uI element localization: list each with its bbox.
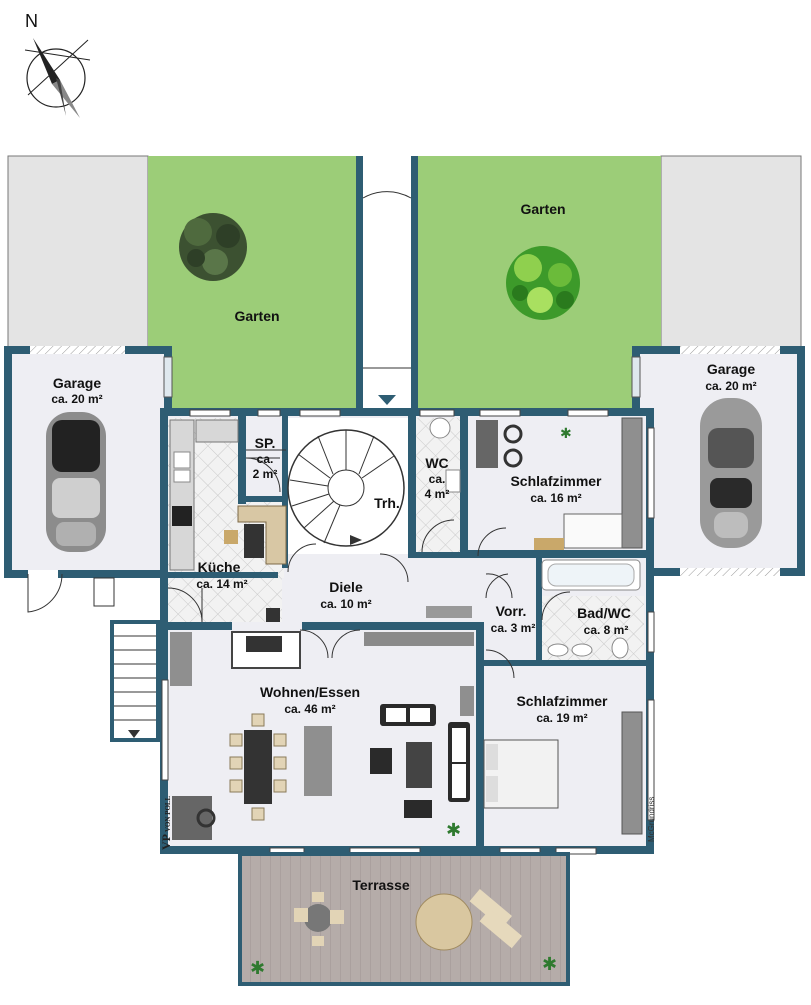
living-furniture: ✱ (170, 606, 474, 840)
von-poll-logo: VP VON POLL (159, 795, 173, 850)
garden-left-label: Garten (234, 308, 279, 324)
outdoor-stairs (93, 577, 160, 742)
bedroom-top-area: ca. 16 m² (530, 491, 581, 505)
garage-left: Garage ca. 20 m² (4, 346, 173, 613)
garage-right-area: ca. 20 m² (705, 379, 756, 393)
svg-text:✱: ✱ (560, 425, 572, 441)
kitchen-counter (169, 419, 239, 571)
svg-text:✱: ✱ (250, 958, 265, 978)
windows (161, 409, 655, 855)
garage-pad-left (7, 155, 149, 351)
spiral-staircase (287, 429, 405, 547)
bedroom-top-label: Schlafzimmer (510, 473, 602, 489)
stairs-label: Trh. (374, 495, 400, 511)
svg-text:✱: ✱ (446, 820, 461, 840)
parasol-icon (415, 889, 522, 951)
credit-text: McGrundriss (647, 797, 656, 842)
garden-right-label: Garten (520, 201, 565, 217)
doors (167, 449, 571, 679)
terrace-table (294, 892, 344, 946)
entrance-arrow-icon (378, 395, 396, 405)
car-convertible-icon (46, 412, 106, 552)
bedroom-bottom-furniture (483, 711, 643, 835)
logo-text: VON POLL (164, 795, 172, 832)
garden-right-area: Garten (418, 156, 661, 410)
terrace-label: Terrasse (352, 877, 410, 893)
kitchen-label: Küche (198, 559, 241, 575)
pantry-area-line1: ca. (257, 452, 274, 466)
bath-label: Bad/WC (577, 605, 631, 621)
tree-dark (179, 213, 247, 281)
logo-mark: VP (159, 834, 173, 850)
garage-right: Garage ca. 20 m² (631, 346, 805, 576)
terrace: ✱ ✱ (238, 852, 570, 986)
svg-text:✱: ✱ (542, 954, 557, 974)
anteroom-label: Vorr. (496, 603, 527, 619)
wc-fixtures (429, 417, 461, 493)
wc-label: WC (425, 455, 448, 471)
bath-fixtures (541, 559, 641, 659)
hall-label: Diele (329, 579, 363, 595)
hall-area: ca. 10 m² (320, 597, 371, 611)
bath-area: ca. 8 m² (584, 623, 629, 637)
kitchen-area: ca. 14 m² (196, 577, 247, 591)
compass-north-label: N (25, 11, 38, 31)
garden-left-area: Garten (148, 156, 356, 410)
garage-right-label: Garage (707, 361, 755, 377)
garage-left-area: ca. 20 m² (51, 392, 102, 406)
garage-left-label: Garage (53, 375, 101, 391)
pantry-area-line2: 2 m² (253, 467, 278, 481)
compass: N (24, 11, 91, 118)
dining-table (244, 730, 272, 804)
bedroom-top-furniture: ✱ (476, 417, 643, 550)
pantry-label: SP. (255, 435, 276, 451)
wc-area-line1: ca. (429, 472, 446, 486)
tree-bright (506, 246, 580, 320)
car-coupe-icon (700, 398, 762, 548)
garage-pad-right (660, 155, 802, 351)
bedroom-bottom-area: ca. 19 m² (536, 711, 587, 725)
anteroom-area: ca. 3 m² (491, 621, 536, 635)
entrance-path (356, 156, 418, 410)
wc-area-line2: 4 m² (425, 487, 450, 501)
living-label: Wohnen/Essen (260, 684, 360, 700)
stove-icon (172, 506, 192, 526)
bedroom-bottom-label: Schlafzimmer (516, 693, 608, 709)
compass-needle-north (33, 38, 60, 84)
living-area: ca. 46 m² (284, 702, 335, 716)
kitchen-island (224, 505, 287, 565)
